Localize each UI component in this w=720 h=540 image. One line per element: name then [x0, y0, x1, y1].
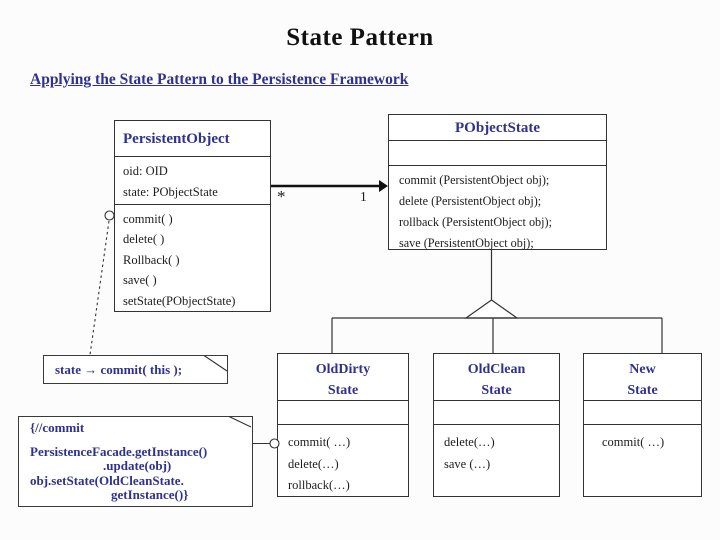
- note-code-line: obj.setState(OldCleanState.: [30, 472, 184, 488]
- method: setState(PObjectState): [123, 293, 236, 308]
- class-name-line: State: [627, 383, 658, 398]
- class-name-line: New: [629, 362, 656, 377]
- class-name-line: State: [327, 383, 359, 398]
- class-box-pobject-state: PObjectState commit (PersistentObject ob…: [388, 114, 607, 250]
- methods-persistent-object: commit( ) delete( ) Rollback( ) save( ) …: [115, 205, 270, 311]
- method: save (…): [444, 456, 491, 471]
- method: delete(…): [288, 456, 339, 471]
- attributes-old-clean-state: [434, 401, 559, 425]
- methods-new-state: commit( …): [584, 425, 701, 454]
- association-arrowhead-icon: [379, 180, 388, 192]
- note-code-line: .update(obj): [103, 458, 172, 474]
- note-state-commit: state → commit( this );: [43, 355, 228, 384]
- note-code-line: PersistenceFacade.getInstance(): [30, 444, 208, 460]
- note-code-line: getInstance()}: [111, 486, 189, 502]
- methods-pobject-state: commit (PersistentObject obj); delete (P…: [389, 166, 606, 254]
- class-box-old-dirty-state: OldDirty State commit( …) delete(…) roll…: [277, 353, 409, 497]
- note-anchor-dashed-line: [89, 220, 110, 356]
- note-code-line: {//commit: [30, 420, 85, 435]
- class-box-persistent-object: PersistentObject oid: OID state: PObject…: [114, 120, 271, 312]
- method: save (PersistentObject obj);: [399, 236, 534, 250]
- method-anchor-circle-icon: [104, 210, 115, 221]
- method: delete(…): [444, 435, 495, 449]
- class-name-line: OldClean: [467, 362, 526, 377]
- methods-old-clean-state: delete(…) save (…): [434, 425, 559, 475]
- attribute: state: PObjectState: [123, 185, 218, 199]
- class-name-old-clean-state: OldClean State: [434, 354, 559, 401]
- slide-subtitle: Applying the State Pattern to the Persis…: [30, 71, 409, 88]
- attribute: oid: OID: [123, 164, 168, 178]
- class-name-pobject-state: PObjectState: [389, 115, 606, 141]
- method: delete (PersistentObject obj);: [399, 194, 542, 208]
- class-name-new-state: New State: [584, 354, 701, 401]
- attributes-old-dirty-state: [278, 401, 408, 425]
- multiplicity-one-label: 1: [360, 189, 367, 204]
- class-box-new-state: New State commit( …): [583, 353, 702, 497]
- class-box-old-clean-state: OldClean State delete(…) save (…): [433, 353, 560, 497]
- slide-title: State Pattern: [286, 24, 434, 51]
- class-name-persistent-object: PersistentObject: [115, 121, 270, 157]
- method: Rollback( ): [123, 252, 180, 267]
- class-name-old-dirty-state: OldDirty State: [278, 354, 408, 401]
- method: commit( …): [288, 435, 351, 449]
- multiplicity-star-label: *: [277, 187, 286, 206]
- method: rollback(…): [288, 478, 350, 492]
- method: save( ): [123, 273, 157, 288]
- method: rollback (PersistentObject obj);: [399, 215, 552, 229]
- generalization-triangle-icon: [464, 299, 519, 319]
- attributes-persistent-object: oid: OID state: PObjectState: [115, 157, 270, 205]
- attributes-pobject-state: [389, 141, 606, 166]
- class-name-line: State: [481, 383, 512, 398]
- method: commit (PersistentObject obj);: [399, 173, 550, 187]
- attributes-new-state: [584, 401, 701, 425]
- method: delete( ): [123, 232, 165, 247]
- class-name-line: OldDirty: [315, 362, 371, 377]
- method: commit( …): [602, 435, 665, 449]
- method: commit( ): [123, 212, 173, 226]
- methods-old-dirty-state: commit( …) delete(…) rollback(…): [278, 425, 408, 497]
- note-commit-code: {//commit PersistenceFacade.getInstance(…: [18, 416, 253, 507]
